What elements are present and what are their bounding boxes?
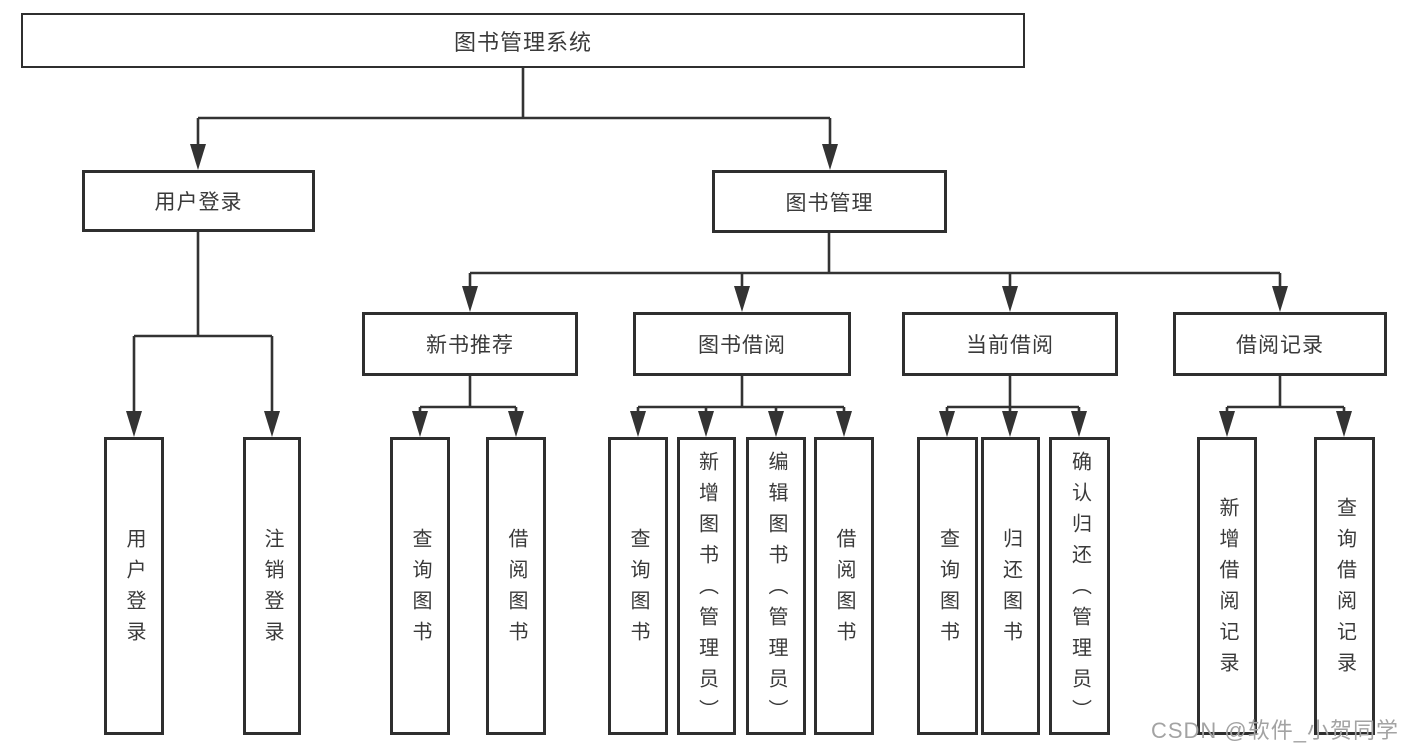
leaf-query-books-current: 查询图书 [917,437,978,735]
node-root-library-system: 图书管理系统 [21,13,1025,68]
leaf-logout: 注销登录 [243,437,301,735]
node-user-login: 用户登录 [82,170,315,232]
leaf-user-login: 用户登录 [104,437,164,735]
node-book-management: 图书管理 [712,170,947,233]
node-borrowing-records: 借阅记录 [1173,312,1387,376]
leaf-edit-book-admin: 编辑图书（管理员） [746,437,806,735]
leaf-confirm-return-admin: 确认归还（管理员） [1049,437,1110,735]
leaf-add-borrowing-record: 新增借阅记录 [1197,437,1257,735]
leaf-query-books-borrowing: 查询图书 [608,437,668,735]
leaf-borrow-books-recommend: 借阅图书 [486,437,546,735]
node-new-book-recommendation: 新书推荐 [362,312,578,376]
leaf-borrow-books-borrowing: 借阅图书 [814,437,874,735]
leaf-query-borrowing-record: 查询借阅记录 [1314,437,1375,735]
leaf-add-book-admin: 新增图书（管理员） [677,437,736,735]
leaf-return-books: 归还图书 [981,437,1040,735]
csdn-watermark: CSDN @软件_小贺同学 [1150,718,1399,743]
leaf-query-books-recommend: 查询图书 [390,437,450,735]
node-current-borrowing: 当前借阅 [902,312,1118,376]
node-book-borrowing: 图书借阅 [633,312,851,376]
